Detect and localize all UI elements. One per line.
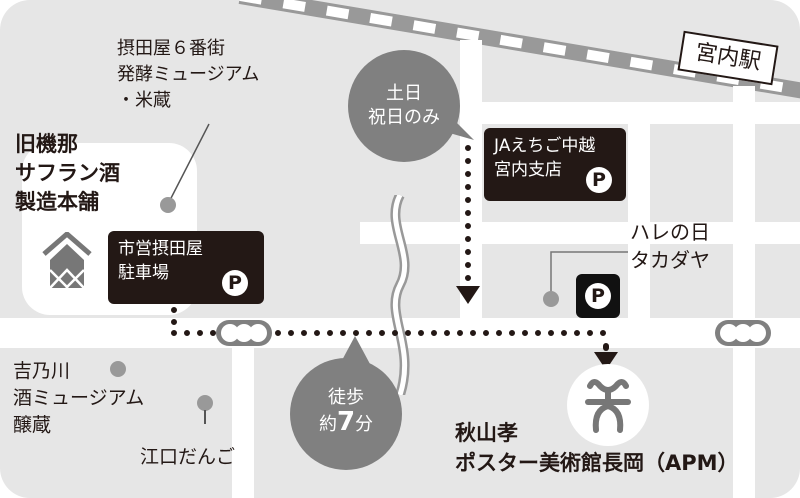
- poi-marker-eguchi[interactable]: [197, 395, 213, 411]
- parking-icon: P: [586, 167, 612, 193]
- road-vertical-ja: [460, 40, 482, 330]
- place-line: タカダヤ: [630, 248, 710, 272]
- place-eguchi: 江口だんご: [140, 446, 236, 468]
- parking-icon: P: [222, 270, 248, 296]
- bubble-walk: 徒歩 約7分: [290, 358, 402, 470]
- leader-line-settaya6: [167, 123, 210, 205]
- place-yoshinogawa: 吉乃川 酒ミュージアム 醸蔵: [13, 358, 144, 439]
- bubble-tail-weekend: [446, 112, 474, 140]
- place-line: 発酵ミュージアム: [117, 64, 260, 85]
- parking-hare[interactable]: P: [576, 274, 620, 318]
- bubble-tail-walk: [340, 336, 370, 364]
- bubble-line: 徒歩: [328, 387, 364, 408]
- road-vertical-right: [733, 86, 755, 498]
- road-vertical-left: [232, 340, 254, 498]
- bubble-line: 土日: [386, 83, 422, 104]
- place-apm: 秋山孝 ポスター美術館長岡（APM）: [455, 418, 739, 478]
- place-line: 製造本舗: [15, 190, 99, 214]
- poi-marker-settaya6[interactable]: [160, 197, 176, 213]
- place-line: 秋山孝: [455, 421, 518, 445]
- traffic-signal: [216, 320, 272, 346]
- bubble-line: 祝日のみ: [368, 107, 440, 128]
- walk-suffix: 分: [355, 414, 374, 435]
- walk-minutes: 7: [336, 407, 356, 437]
- place-line: 酒ミュージアム: [13, 387, 145, 409]
- parking-line: 駐車場: [118, 263, 169, 283]
- poi-marker-hare[interactable]: [543, 291, 559, 307]
- house-icon[interactable]: [40, 232, 94, 292]
- place-line: 摂田屋６番街: [117, 38, 225, 59]
- place-settaya6: 摂田屋６番街 発酵ミュージアム ・米蔵: [117, 36, 259, 114]
- parking-line: 市営摂田屋: [118, 239, 203, 259]
- place-line: 旧機那: [15, 132, 78, 156]
- road-horizontal-upper: [480, 102, 800, 124]
- parking-icon: P: [585, 283, 611, 309]
- river: [390, 195, 410, 395]
- road-vertical-hare: [628, 124, 650, 324]
- place-line: 吉乃川: [13, 360, 71, 382]
- traffic-signal: [715, 320, 771, 346]
- place-line: ポスター美術館長岡（APM）: [455, 451, 739, 475]
- leader-line-hare: [550, 251, 628, 296]
- place-line: 醸蔵: [13, 414, 52, 436]
- leader-line-eguchi: [204, 410, 206, 424]
- parking-line: JAえちご中越: [494, 136, 596, 156]
- place-line: サフラン酒: [15, 161, 120, 185]
- apm-logo-icon: [585, 379, 631, 433]
- bubble-line: 約7分: [290, 407, 402, 437]
- place-kikana: 旧機那 サフラン酒 製造本舗: [15, 130, 120, 217]
- place-line: ・米蔵: [117, 90, 171, 111]
- parking-line: 宮内支店: [494, 160, 562, 180]
- place-hare: ハレの日 タカダヤ: [630, 218, 710, 274]
- route-arrow-down-ja: [456, 286, 480, 304]
- bubble-weekend: 土日 祝日のみ: [348, 50, 460, 162]
- poi-marker-yoshinogawa[interactable]: [110, 361, 126, 377]
- place-line: ハレの日: [630, 220, 710, 244]
- walk-prefix: 約: [318, 414, 337, 435]
